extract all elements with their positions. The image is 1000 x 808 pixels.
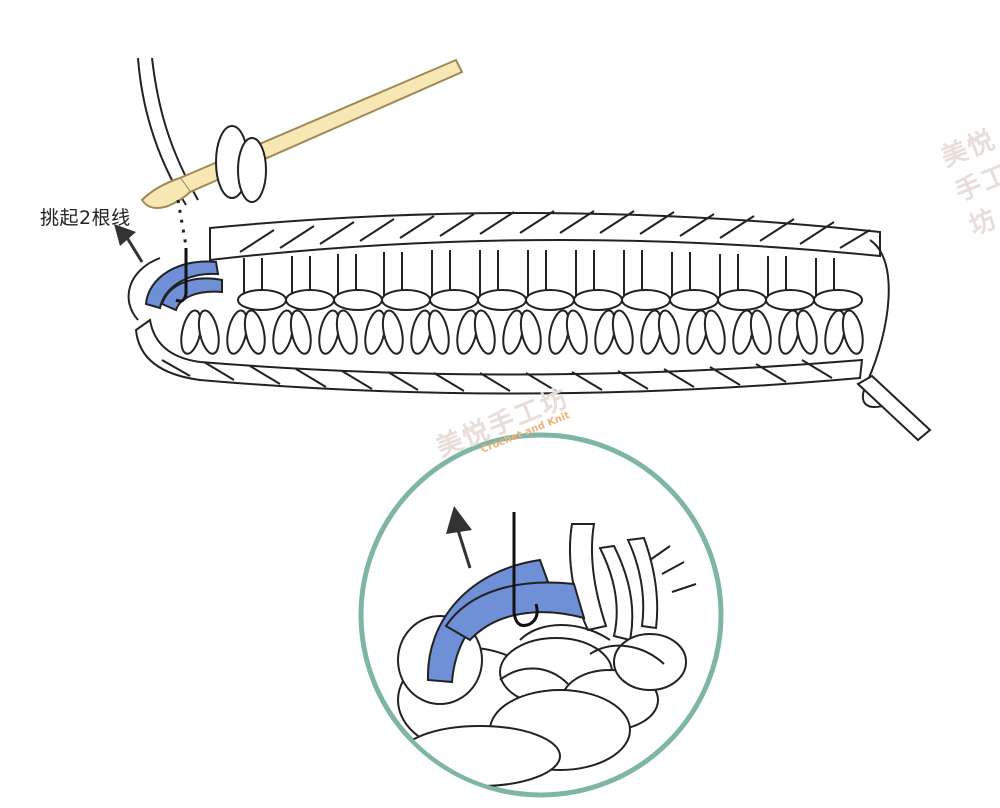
middle-loop-row	[237, 289, 863, 311]
hook-loop-2	[237, 137, 267, 203]
arrow-up-icon-magnified	[446, 506, 472, 569]
turning-chain	[862, 239, 891, 408]
dotted-path	[176, 199, 188, 247]
magnifier-circle-icon	[358, 432, 724, 798]
yarn-tail	[856, 374, 932, 442]
bottom-chain-row	[134, 318, 864, 395]
highlight-loops	[144, 260, 223, 312]
v-stitch-row	[176, 307, 868, 357]
arrow-up-icon	[114, 224, 144, 263]
hook-tip	[175, 248, 188, 303]
instruction-label: 挑起2根线	[40, 207, 131, 229]
magnified-hook	[512, 512, 539, 627]
top-chain-row	[209, 210, 881, 262]
left-edge	[127, 257, 161, 321]
crochet-hook-icon	[140, 58, 464, 209]
